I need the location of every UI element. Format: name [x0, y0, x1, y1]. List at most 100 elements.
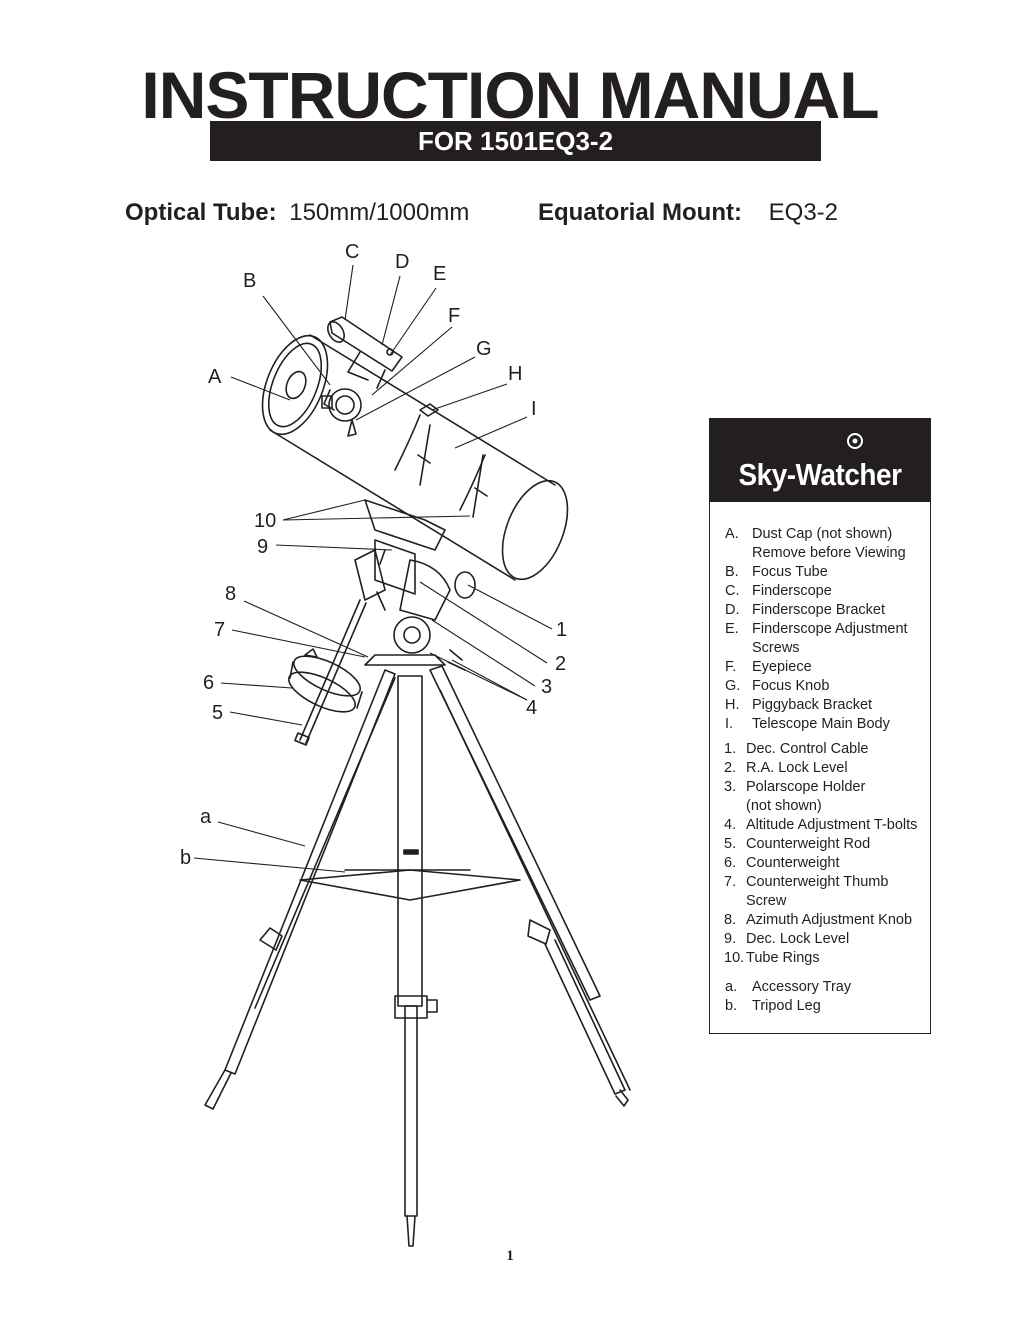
legend-key: C.: [725, 583, 740, 599]
label-7: 7: [214, 619, 226, 641]
legend-item: 10.Tube Rings: [710, 949, 930, 968]
legend-text: Remove before Viewing: [752, 545, 906, 561]
legend-text: Altitude Adjustment T-bolts: [746, 817, 918, 833]
legend-item: Screws: [710, 639, 930, 658]
label-i-upper: I: [531, 398, 537, 420]
legend-item: Screw: [710, 892, 930, 911]
legend-item: D. Finderscope Bracket: [710, 601, 930, 620]
label-9: 9: [257, 536, 269, 558]
legend-key: [710, 892, 746, 911]
legend-key: 8.: [724, 912, 737, 928]
legend-key: b.: [725, 998, 738, 1014]
label-c-upper: C: [345, 241, 360, 263]
label-e-upper: E: [433, 263, 447, 285]
label-h-upper: H: [508, 363, 523, 385]
optical-tube-value: 150mm/1000mm: [289, 199, 470, 226]
legend-text: Finderscope Adjustment: [752, 621, 908, 637]
label-4: 4: [526, 697, 538, 719]
legend-key: D.: [725, 602, 740, 618]
legend-item: E. Finderscope Adjustment: [710, 620, 930, 639]
label-g-upper: G: [476, 338, 492, 360]
legend-text: Tube Rings: [746, 950, 820, 966]
legend-text: R.A. Lock Level: [746, 760, 848, 776]
label-3: 3: [541, 676, 553, 698]
legend-item: 3. Polarscope Holder: [710, 778, 930, 797]
focuser: [321, 388, 362, 437]
label-d-upper: D: [395, 251, 410, 273]
legend-text: Focus Knob: [752, 678, 830, 694]
label-5: 5: [212, 702, 224, 724]
legend-text: Eyepiece: [752, 659, 812, 675]
legend-text: Dec. Control Cable: [746, 741, 869, 757]
legend-key: E.: [725, 621, 739, 637]
legend-item: I. Telescope Main Body: [710, 715, 930, 734]
optical-tube-spec: Optical Tube: 150mm/1000mm: [125, 198, 469, 228]
label-6: 6: [203, 672, 215, 694]
brand-name: Sky-Watcher: [738, 457, 902, 492]
legend-key: H.: [725, 697, 740, 713]
legend-item: B. Focus Tube: [710, 563, 930, 582]
legend-text: Finderscope: [752, 583, 832, 599]
legend-key: [710, 797, 746, 816]
legend-item: 1. Dec. Control Cable: [710, 740, 930, 759]
page-number: 1: [506, 1248, 514, 1264]
counterweight-assembly: [288, 599, 367, 746]
legend-key: A.: [725, 526, 739, 542]
legend-item: F. Eyepiece: [710, 658, 930, 677]
legend-key: F.: [725, 659, 737, 675]
brand-logo-icon: [847, 433, 863, 449]
legend-text: Counterweight Rod: [746, 836, 871, 852]
legend-text: Polarscope Holder: [746, 779, 866, 795]
legend-item: 5.Counterweight Rod: [710, 835, 930, 854]
legend-text: Focus Tube: [752, 564, 828, 580]
legend-key: a.: [725, 979, 738, 995]
label-b-upper: B: [243, 270, 257, 292]
legend-item: 2. R.A. Lock Level: [710, 759, 930, 778]
equatorial-mount: [354, 499, 476, 671]
label-b-lower: b: [180, 847, 192, 869]
legend-item: a. Accessory Tray: [710, 978, 930, 997]
legend-text: Tripod Leg: [752, 998, 821, 1014]
brand-header: Sky-Watcher: [710, 419, 930, 502]
telescope-main-body: [261, 334, 569, 581]
legend-item: b. Tripod Leg: [710, 997, 930, 1016]
legend-text: Telescope Main Body: [752, 716, 890, 732]
legend-item: 6. Counterweight: [710, 854, 930, 873]
label-f-upper: F: [448, 305, 461, 327]
legend-text: Accessory Tray: [752, 979, 852, 995]
legend-key: 1.: [724, 741, 737, 757]
legend-key: B.: [725, 564, 739, 580]
legend-key: 6.: [724, 855, 737, 871]
legend-text: Screw: [746, 893, 787, 909]
label-a-upper: A: [208, 366, 222, 388]
label-2: 2: [555, 653, 567, 675]
mount-value: EQ3-2: [768, 199, 839, 226]
label-a-lower: a: [200, 806, 212, 828]
legend-text: Counterweight: [746, 855, 840, 871]
page-title: INSTRUCTION MANUAL: [141, 58, 879, 132]
finderscope: [327, 316, 403, 389]
legend-text: Screws: [752, 640, 800, 656]
legend-key: 10.: [724, 950, 745, 966]
legend-text: Dec. Lock Level: [746, 931, 850, 947]
legend-key: [710, 639, 752, 658]
legend-key: 4.: [724, 817, 737, 833]
legend-text: Finderscope Bracket: [752, 602, 885, 618]
label-10: 10: [254, 510, 277, 532]
legend-item: 7.Counterweight Thumb: [710, 873, 930, 892]
legend-item: H.Piggyback Bracket: [710, 696, 930, 715]
legend-key: 2.: [724, 760, 737, 776]
legend-item: A.Dust Cap (not shown): [710, 525, 930, 544]
legend-key: [710, 544, 752, 563]
label-8: 8: [225, 583, 237, 605]
legend-key: 3.: [724, 779, 737, 795]
legend-key: 9.: [724, 931, 737, 947]
tripod: [204, 665, 631, 1247]
model-banner: FOR 1501EQ3-2: [210, 121, 821, 161]
legend-list: A.Dust Cap (not shown)Remove before View…: [710, 525, 930, 1016]
legend-key: G.: [725, 678, 741, 694]
optical-tube-label: Optical Tube:: [125, 199, 277, 226]
legend-text: (not shown): [746, 798, 822, 814]
legend-key: I.: [725, 716, 734, 732]
